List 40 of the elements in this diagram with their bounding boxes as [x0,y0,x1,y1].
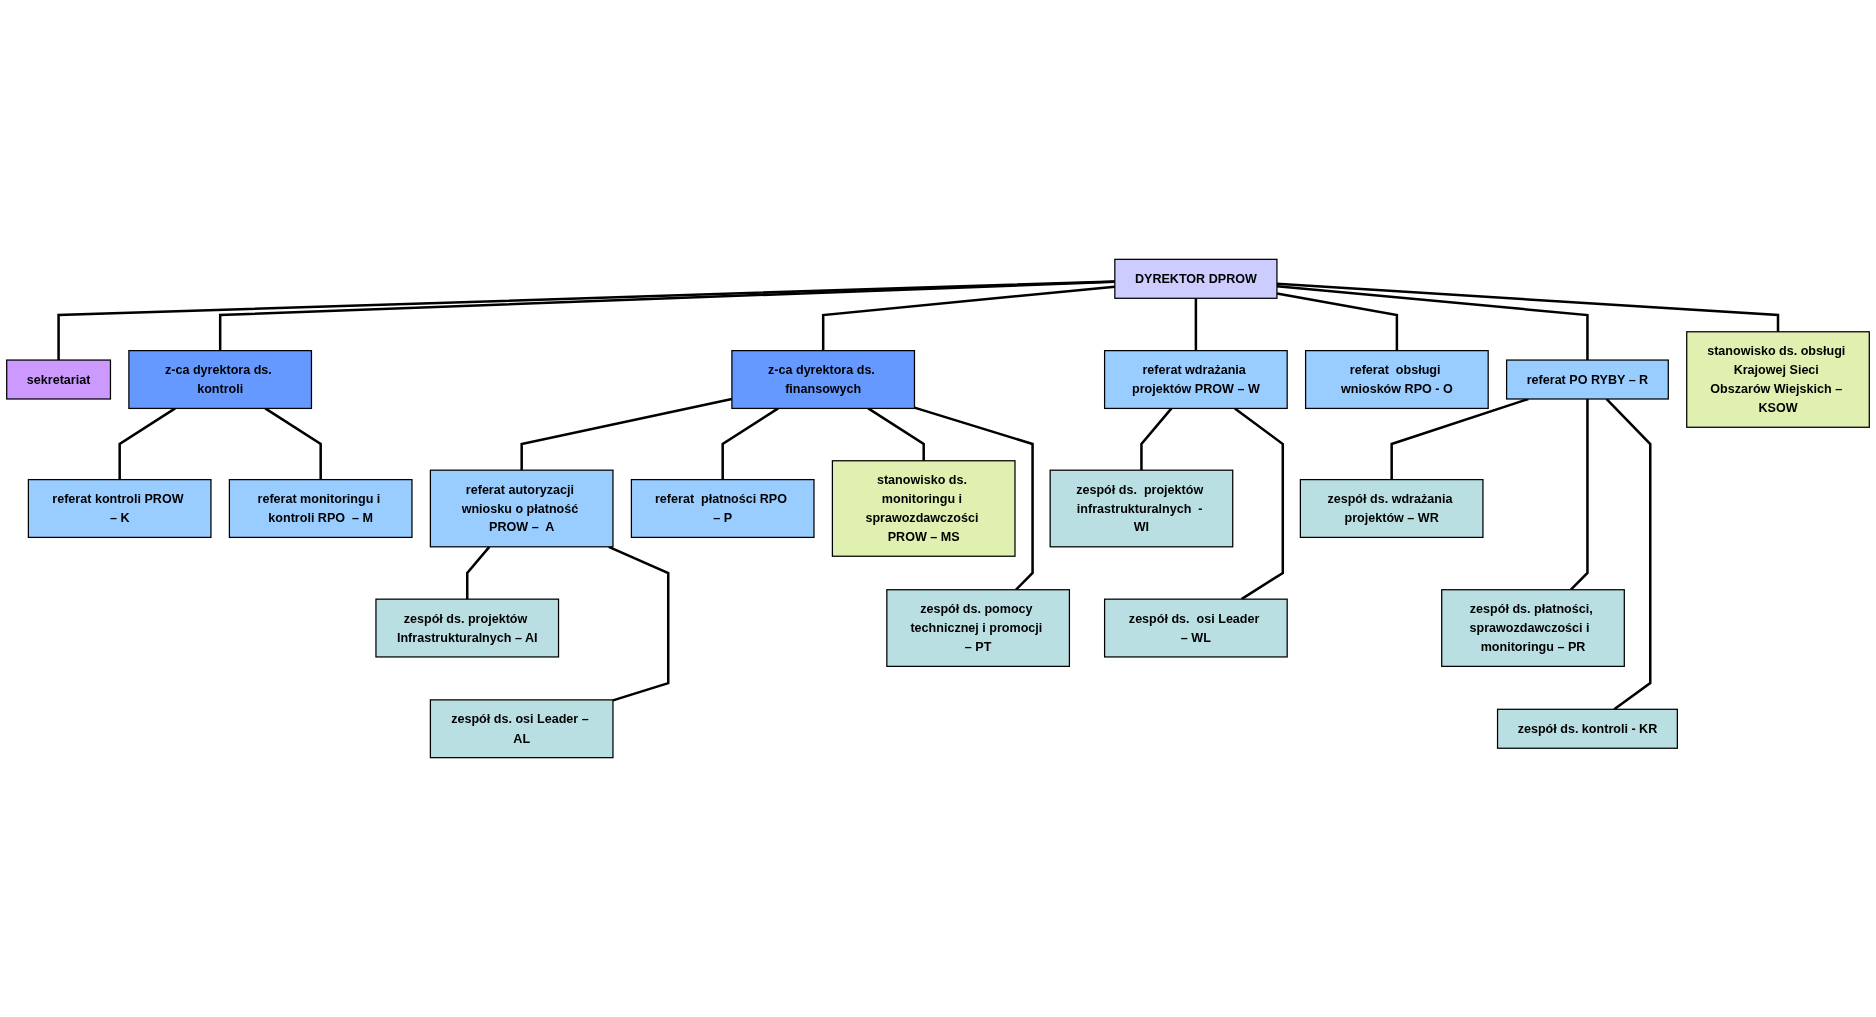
node-box: zespół ds. projektów infrastrukturalnych - WI [1049,469,1234,548]
node-box: referat kontroli PROW – K [27,479,212,538]
node-box: sekretariat [6,359,112,400]
connector [1276,285,1589,361]
connector [1194,298,1198,351]
connector [1234,407,1285,601]
node-box: zespół ds. projektów Infrastrukturalnych – AI [375,598,560,658]
node-box: referat płatności RPO – P [630,479,815,538]
node-box: zespół ds. płatności, sprawozdawczości i monitoringu – PR [1441,589,1625,667]
node-box: referat autoryzacji wniosku o płatność PROW – A [429,469,614,548]
connector [721,407,779,480]
connector [1276,282,1780,332]
node-box: stanowisko ds. obsługi Krajowej Sieci Obszarów Wiejskich – KSOW [1686,331,1870,428]
node-box: referat PO RYBY – R [1505,359,1669,400]
node-box: zespół ds. pomocy technicznej i promocji – PT [886,589,1071,667]
node-box: z-ca dyrektora ds. finansowych [731,350,916,410]
connector [1140,407,1173,471]
node-box: zespół ds. wdrażania projektów – WR [1299,479,1484,538]
connector [1570,399,1589,591]
connector [118,407,176,480]
node-box: stanowisko ds. monitoringu i sprawozdawczości PROW – MS [831,460,1016,557]
node-box: DYREKTOR DPROW [1114,258,1278,299]
connector [821,285,1115,351]
connector [466,546,491,600]
connector [1605,398,1652,711]
connector [1276,292,1399,351]
node-box: zespół ds. osi Leader – WL [1103,598,1288,658]
connector [914,406,1034,591]
connector [1390,397,1529,480]
connector [608,545,670,702]
connector [57,280,1115,361]
node-box: zespół ds. osi Leader – AL [429,699,614,759]
connector [867,407,925,461]
connector [218,280,1115,351]
node-box: referat wdrażania projektów PROW – W [1103,350,1288,410]
node-box: z-ca dyrektora ds. kontroli [128,350,313,410]
node-box: referat obsługi wniosków RPO - O [1304,350,1489,410]
connector [264,407,322,480]
node-box: referat monitoringu i kontroli RPO – M [228,479,413,538]
node-box: zespół ds. kontroli - KR [1496,708,1678,749]
